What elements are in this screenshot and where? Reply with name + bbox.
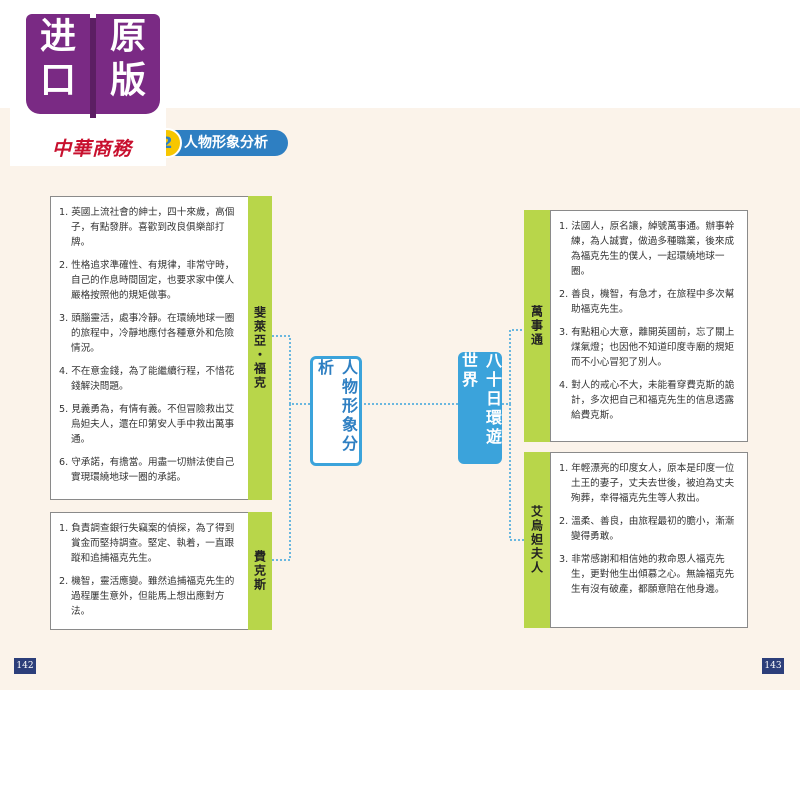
list-item: 6. 守承諾，有擔當。用盡一切辦法使自己實現環繞地球一圈的承諾。 — [59, 457, 235, 483]
list-item: 1. 法國人，原名讓，綽號萬事通。辦事幹練，為人誠實，做過多種職業，後來成為福克… — [559, 221, 735, 277]
aouda-trait-list: 1. 年輕漂亮的印度女人，原本是印度一位土王的妻子，丈夫去世後，被迫為丈夫殉葬，… — [559, 461, 739, 597]
list-item: 2. 溫柔、善良，由旅程最初的膽小，漸漸變得勇敢。 — [559, 516, 735, 542]
panel-fogg: 1. 英國上流社會的紳士，四十來歲，高個子，有點發胖。喜歡到改良俱樂部打牌。 2… — [50, 196, 250, 500]
badge-char: 口 — [39, 59, 76, 101]
badge-char: 进 — [39, 15, 76, 57]
list-item: 2. 善良，機智，有急才，在旅程中多次幫助福克先生。 — [559, 289, 735, 315]
list-item: 1. 年輕漂亮的印度女人，原本是印度一位土王的妻子，丈夫去世後，被迫為丈夫殉葬，… — [559, 463, 735, 504]
list-item: 3. 非常感謝和相信她的救命恩人福克先生，更對他生出傾慕之心。無論福克先生有沒有… — [559, 554, 735, 595]
list-item: 2. 性格追求準確性、有規律，非常守時，自己的作息時間固定，也要求家中僕人嚴格按… — [59, 260, 235, 301]
section-title: 人物形象分析 — [162, 130, 288, 156]
name-tab-fix: 費克斯 — [248, 512, 272, 630]
publisher-seal: 中華商務 — [51, 138, 132, 160]
list-item: 5. 見義勇為，有情有義。不但冒險救出艾烏妲夫人，還在印第安人手中救出萬事通。 — [59, 404, 235, 445]
page-number-right: 143 — [762, 658, 784, 674]
list-item: 4. 不在意金錢，為了能繼續行程，不惜花錢解決問題。 — [59, 366, 235, 392]
character-name: 艾烏妲夫人 — [529, 505, 544, 575]
fogg-trait-list: 1. 英國上流社會的紳士，四十來歲，高個子，有點發胖。喜歡到改良俱樂部打牌。 2… — [59, 205, 241, 485]
center-label: 人物形象分析 — [315, 359, 358, 454]
character-name: 費克斯 — [252, 550, 267, 592]
badge-right-page: 原 版 — [96, 14, 160, 114]
character-name: 斐萊亞・福克 — [252, 306, 267, 390]
list-item: 4. 對人的戒心不大，未能看穿費克斯的詭計，多次把自己和福克先生的信息透露給費克… — [559, 380, 735, 421]
name-tab-aouda: 艾烏妲夫人 — [524, 452, 550, 628]
badge-left-page: 进 口 — [26, 14, 90, 114]
panel-fix: 1. 負責調查銀行失竊案的偵探，為了得到賞金而堅持調查。堅定、執着，一直跟蹤和追… — [50, 512, 250, 630]
fix-trait-list: 1. 負責調查銀行失竊案的偵探，為了得到賞金而堅持調查。堅定、執着，一直跟蹤和追… — [59, 521, 241, 619]
book-spine — [90, 18, 96, 118]
badge-char: 原 — [109, 15, 146, 57]
page-number-left: 142 — [14, 658, 36, 674]
name-tab-fogg: 斐萊亞・福克 — [248, 196, 272, 500]
badge-char: 版 — [109, 59, 146, 101]
panel-aouda: 1. 年輕漂亮的印度女人，原本是印度一位土王的妻子，丈夫去世後，被迫為丈夫殉葬，… — [550, 452, 748, 628]
book-logo-icon: 进 口 原 版 — [26, 14, 162, 118]
list-item: 1. 英國上流社會的紳士，四十來歲，高個子，有點發胖。喜歡到改良俱樂部打牌。 — [59, 207, 235, 248]
center-character-analysis: 人物形象分析 — [310, 356, 362, 466]
panel-passepartout: 1. 法國人，原名讓，綽號萬事通。辦事幹練，為人誠實，做過多種職業，後來成為福克… — [550, 210, 748, 442]
center-book-title: 八十日環遊世界 — [458, 352, 502, 464]
list-item: 2. 機智，靈活應變。雖然追捕福克先生的過程屢生意外，但能馬上想出應對方法。 — [59, 576, 235, 617]
name-tab-passepartout: 萬事通 — [524, 210, 550, 442]
center-label: 八十日環遊世界 — [459, 352, 502, 447]
list-item: 3. 有點粗心大意，離開英國前，忘了關上煤氣燈；也因他不知道印度寺廟的規矩而不小… — [559, 327, 735, 368]
character-name: 萬事通 — [529, 305, 544, 347]
list-item: 1. 負責調查銀行失竊案的偵探，為了得到賞金而堅持調查。堅定、執着，一直跟蹤和追… — [59, 523, 235, 564]
imported-original-badge: 进 口 原 版 中華商務 — [10, 6, 166, 166]
passepartout-trait-list: 1. 法國人，原名讓，綽號萬事通。辦事幹練，為人誠實，做過多種職業，後來成為福克… — [559, 219, 739, 423]
list-item: 3. 頭腦靈活，處事冷靜。在環繞地球一圈的旅程中，冷靜地應付各種意外和危險情況。 — [59, 313, 235, 354]
